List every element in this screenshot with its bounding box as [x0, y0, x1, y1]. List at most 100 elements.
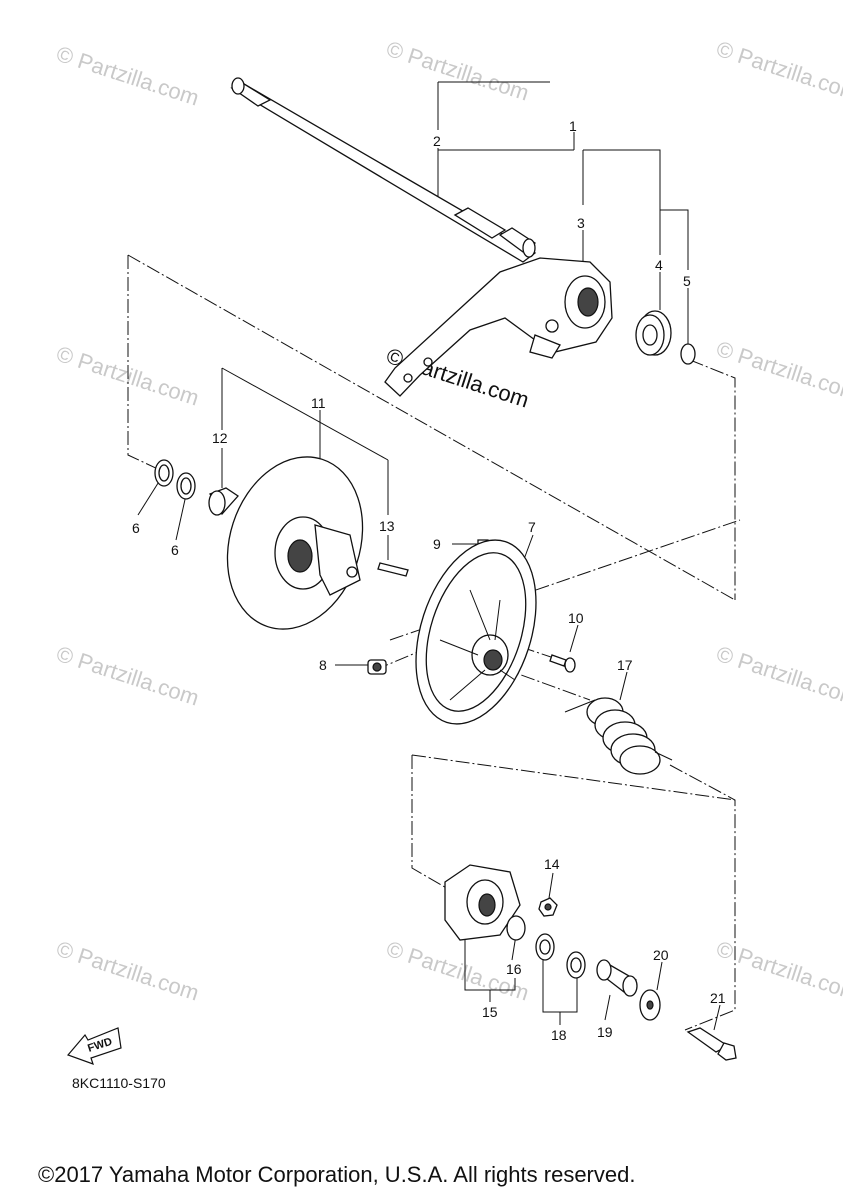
- callout-11: 11: [311, 395, 326, 411]
- washer-parts: [154, 459, 196, 500]
- boundary-line: [689, 359, 736, 600]
- boundary-line: [127, 254, 736, 601]
- leader-lines: [137, 81, 721, 1031]
- arm-bracket-body: [384, 257, 613, 397]
- leader-line: [713, 1004, 721, 1031]
- roller-part: [367, 659, 387, 675]
- sheave-stud-hole: [346, 566, 358, 578]
- arm-bore-inner: [577, 287, 599, 317]
- collar-end: [622, 975, 638, 997]
- bolt-part: [686, 1027, 737, 1061]
- callout-3: 3: [577, 215, 585, 231]
- callout-7: 7: [528, 519, 536, 535]
- callout-6a: 6: [132, 520, 140, 536]
- diagram-code: 8KC1110-S170: [72, 1075, 166, 1091]
- callout-6b: 6: [171, 542, 179, 558]
- callout-15: 15: [482, 1004, 498, 1020]
- watermark: © Partzilla.com: [713, 936, 843, 1006]
- callout-17: 17: [617, 657, 633, 673]
- leader-line: [569, 624, 579, 653]
- shaft-end: [231, 77, 245, 95]
- washer-18-parts: [535, 933, 586, 979]
- leader-line: [137, 479, 161, 516]
- callout-20: 20: [653, 947, 669, 963]
- callout-numbers: 1 2 3 4 5 6 6 7 8 9 10 11 12 13 14 15 16…: [132, 118, 726, 1043]
- leader-line: [221, 367, 389, 461]
- callout-4: 4: [655, 257, 663, 273]
- boundary-line: [411, 754, 736, 801]
- spring-end: [564, 699, 596, 713]
- callout-2: 2: [433, 133, 441, 149]
- arm-hole: [545, 319, 559, 333]
- arm-hole: [403, 373, 413, 383]
- watermark: © Partzilla.com: [713, 36, 843, 106]
- sheave-bore: [287, 539, 313, 573]
- collar-end: [596, 959, 612, 981]
- movable-sheave-part: [415, 539, 537, 725]
- watermark: © Partzilla.com: [713, 641, 843, 711]
- callout-5: 5: [683, 273, 691, 289]
- callout-18: 18: [551, 1027, 567, 1043]
- boundary-line: [669, 764, 736, 1031]
- washer-6b-hole: [180, 477, 192, 495]
- fixed-sheave-part: [226, 456, 364, 630]
- leader-line: [583, 149, 689, 270]
- shaft-part: [230, 77, 537, 263]
- callout-21: 21: [710, 990, 726, 1006]
- circlip-part: [680, 343, 696, 365]
- nut-part: [538, 897, 558, 917]
- washer-18a-hole: [539, 939, 551, 955]
- callout-8: 8: [319, 657, 327, 673]
- callout-13: 13: [379, 518, 395, 534]
- spring-end: [654, 751, 673, 761]
- bushing-part: [208, 487, 239, 516]
- callout-14: 14: [544, 856, 560, 872]
- bearing-inner: [642, 324, 658, 346]
- cam-bore: [478, 893, 496, 917]
- boundary-line: [127, 255, 161, 471]
- cam-part: [444, 864, 521, 941]
- cam-bushing-part: [506, 915, 526, 941]
- bolt-head: [717, 1042, 737, 1061]
- sheave-spokes: [439, 589, 516, 701]
- leader-line: [604, 994, 611, 1021]
- leader-line: [548, 872, 554, 899]
- callout-9: 9: [433, 536, 441, 552]
- fwd-arrow-icon: [66, 1027, 122, 1065]
- arm-tab: [529, 334, 561, 359]
- screw-part: [549, 654, 576, 673]
- boundary-line: [479, 659, 591, 701]
- spring-part: [564, 697, 673, 775]
- spring-coil: [619, 745, 661, 775]
- bushing-end: [208, 490, 226, 516]
- callout-1: 1: [569, 118, 577, 134]
- leader-line: [619, 671, 628, 701]
- washer-18b-hole: [570, 957, 582, 973]
- copyright-notice: ©2017 Yamaha Motor Corporation, U.S.A. A…: [38, 1162, 635, 1187]
- bearing-part: [635, 310, 672, 356]
- screw-shank: [549, 654, 567, 667]
- boundary-line: [411, 755, 451, 891]
- washer-6a-hole: [158, 464, 170, 482]
- nut-hole: [544, 903, 552, 911]
- stud-part: [377, 562, 409, 577]
- leader-line: [175, 494, 187, 541]
- collar-part: [596, 959, 638, 997]
- leader-line: [656, 961, 663, 991]
- watermark: © Partzilla.com: [53, 641, 202, 711]
- callout-10: 10: [568, 610, 584, 626]
- movable-sheave-bore: [483, 649, 503, 671]
- screw-head: [564, 657, 576, 673]
- watermark: © Partzilla.com: [383, 36, 532, 106]
- arm-bracket-part: [384, 257, 613, 397]
- sheave-boss: [314, 524, 361, 596]
- watermark-group: © Partzilla.com © Partzilla.com © Partzi…: [53, 36, 843, 1006]
- fwd-arrow: FWD: [66, 1027, 122, 1065]
- washer-20-part: [639, 989, 661, 1021]
- shaft-collar: [453, 207, 507, 239]
- callout-16: 16: [506, 961, 522, 977]
- shaft-tip: [522, 238, 536, 258]
- washer-20-hole: [646, 1000, 654, 1010]
- callout-12: 12: [212, 430, 228, 446]
